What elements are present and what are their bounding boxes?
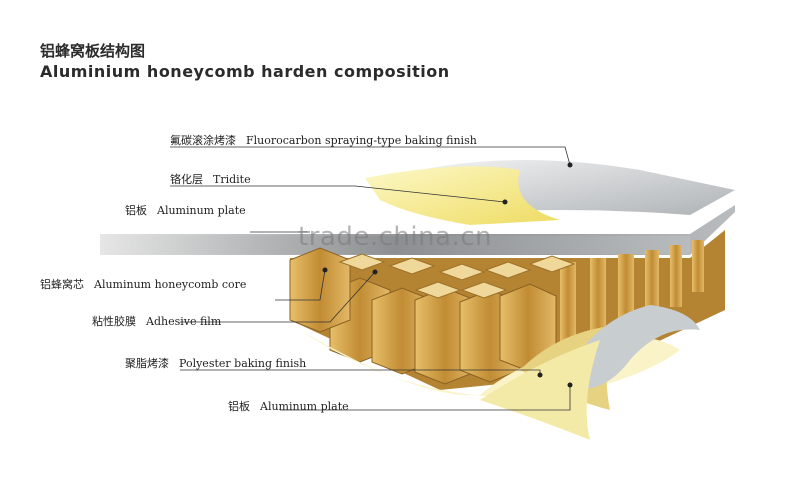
title-english: Aluminium honeycomb harden composition xyxy=(40,62,450,81)
label-en: Polyester baking finish xyxy=(179,357,307,370)
label-top-aluminum-plate: 铝板 Aluminum plate xyxy=(125,202,246,218)
tridite-layer xyxy=(365,166,560,225)
label-en: Aluminum plate xyxy=(157,204,246,217)
bottom-aluminum-plate xyxy=(560,305,700,390)
label-cn: 粘性胶膜 xyxy=(92,315,136,328)
label-en: Aluminum plate xyxy=(260,400,349,413)
label-adhesive-film: 粘性胶膜 Adhesive film xyxy=(92,313,221,329)
honeycomb-top-rims xyxy=(338,253,576,299)
label-cn: 聚脂烤漆 xyxy=(125,357,169,370)
label-en: Adhesive film xyxy=(146,315,222,328)
label-cn: 铝蜂窝芯 xyxy=(40,278,84,291)
leader-dots xyxy=(322,162,573,388)
label-cn: 氟碳滚涂烤漆 xyxy=(170,134,236,147)
label-en: Fluorocarbon spraying-type baking finish xyxy=(246,134,477,147)
title-chinese: 铝蜂窝板结构图 xyxy=(40,42,146,60)
watermark: trade.china.cn xyxy=(298,222,493,252)
label-polyester-finish: 聚脂烤漆 Polyester baking finish xyxy=(125,355,306,371)
honeycomb-hex-cells xyxy=(289,247,557,385)
label-cn: 铬化层 xyxy=(170,173,203,186)
label-fluorocarbon-finish: 氟碳滚涂烤漆 Fluorocarbon spraying-type baking … xyxy=(170,132,477,148)
label-cn: 铝板 xyxy=(228,400,250,413)
label-en: Tridite xyxy=(213,173,251,186)
label-en: Aluminum honeycomb core xyxy=(94,278,247,291)
label-bottom-aluminum-plate: 铝板 Aluminum plate xyxy=(228,398,349,414)
label-honeycomb-core: 铝蜂窝芯 Aluminum honeycomb core xyxy=(40,276,246,292)
bottom-yellow-sheet xyxy=(480,340,600,440)
label-tridite: 铬化层 Tridite xyxy=(170,171,251,187)
label-cn: 铝板 xyxy=(125,204,147,217)
top-plate-edge xyxy=(100,236,690,254)
honeycomb-side-cells xyxy=(560,240,704,357)
